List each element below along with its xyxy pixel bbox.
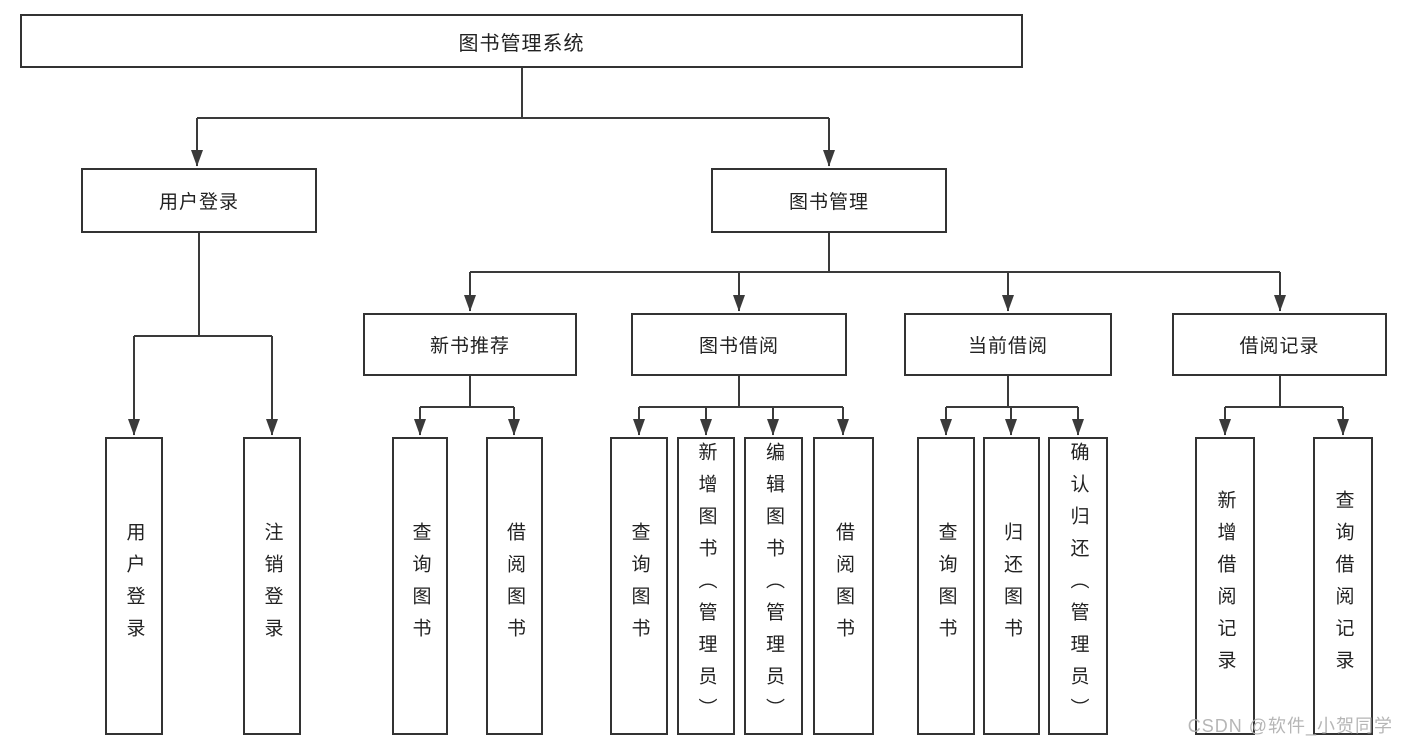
node-current-return-books-label: 归还图书 (1001, 522, 1022, 650)
node-current-query-books-label: 查询图书 (935, 522, 957, 650)
node-root-label: 图书管理系统 (458, 32, 585, 55)
node-recommend-borrow-books: 借阅图书 (486, 437, 543, 735)
node-user-login: 用户登录 (81, 168, 317, 233)
node-logout-leaf: 注销登录 (243, 437, 301, 735)
watermark: CSDN @软件_小贺同学 (1187, 716, 1393, 736)
node-borrow-borrow-books: 借阅图书 (813, 437, 874, 735)
node-recommend-query-books-label: 查询图书 (409, 522, 431, 650)
node-current-borrow: 当前借阅 (904, 313, 1112, 376)
node-current-query-books: 查询图书 (917, 437, 975, 735)
node-recommend-query-books: 查询图书 (392, 437, 448, 735)
node-records-query-record: 查询借阅记录 (1313, 437, 1373, 735)
node-borrow-records-label: 借阅记录 (1239, 336, 1320, 357)
node-book-management: 图书管理 (711, 168, 947, 233)
node-borrow-borrow-books-label: 借阅图书 (833, 522, 854, 650)
node-current-confirm-return-admin: 确认归还（管理员） (1048, 437, 1108, 735)
node-root: 图书管理系统 (20, 14, 1023, 68)
node-borrow-query-books-label: 查询图书 (628, 522, 650, 650)
node-records-add-record-label: 新增借阅记录 (1214, 490, 1236, 682)
node-book-management-label: 图书管理 (788, 192, 869, 213)
node-login-leaf-label: 用户登录 (123, 522, 145, 650)
node-logout-leaf-label: 注销登录 (261, 522, 283, 650)
node-recommend-borrow-books-label: 借阅图书 (504, 522, 525, 650)
node-new-book-recommend-label: 新书推荐 (429, 336, 510, 357)
node-current-borrow-label: 当前借阅 (967, 336, 1048, 357)
node-borrow-edit-books-admin: 编辑图书（管理员） (744, 437, 803, 735)
node-user-login-label: 用户登录 (158, 192, 239, 213)
node-current-return-books: 归还图书 (983, 437, 1040, 735)
node-records-add-record: 新增借阅记录 (1195, 437, 1255, 735)
node-book-borrow-label: 图书借阅 (698, 336, 779, 357)
node-borrow-records: 借阅记录 (1172, 313, 1387, 376)
node-borrow-add-books-admin: 新增图书（管理员） (677, 437, 735, 735)
node-records-query-record-label: 查询借阅记录 (1332, 490, 1354, 682)
node-new-book-recommend: 新书推荐 (363, 313, 577, 376)
node-current-confirm-return-admin-label: 确认归还（管理员） (1067, 442, 1089, 730)
node-login-leaf: 用户登录 (105, 437, 163, 735)
node-book-borrow: 图书借阅 (631, 313, 847, 376)
node-borrow-query-books: 查询图书 (610, 437, 668, 735)
node-borrow-add-books-admin-label: 新增图书（管理员） (695, 442, 717, 730)
node-borrow-edit-books-admin-label: 编辑图书（管理员） (763, 442, 784, 730)
